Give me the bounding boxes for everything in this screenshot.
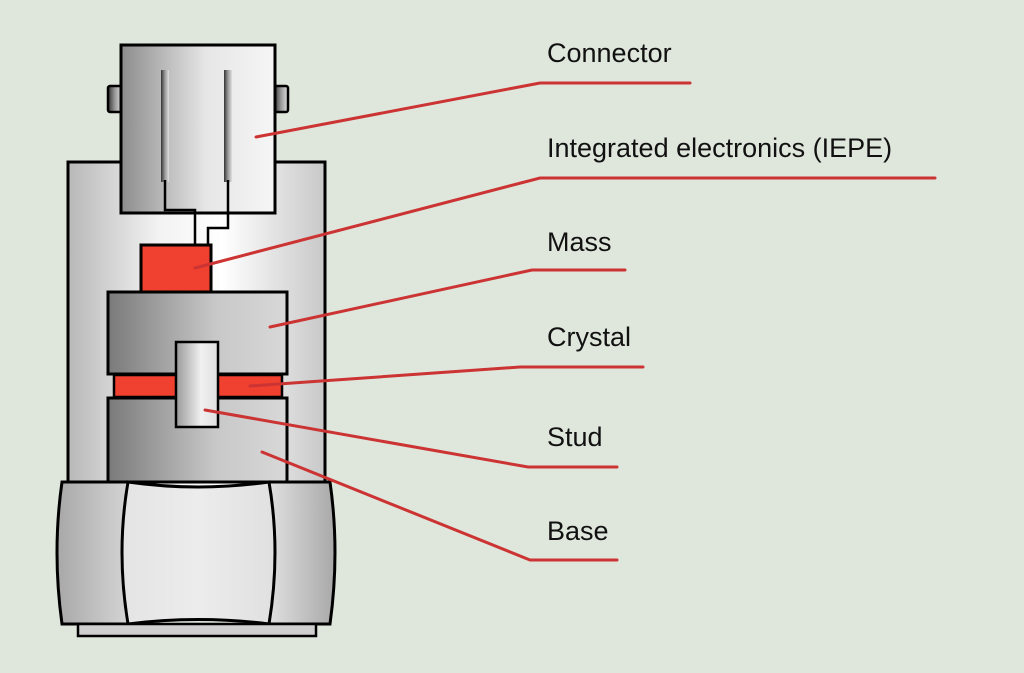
base-label: Base [547, 516, 609, 546]
stud [174, 340, 220, 429]
electronics-leader-line [193, 176, 937, 270]
connector [119, 43, 277, 215]
base-leader-line [260, 450, 619, 562]
bottom-plate [76, 622, 318, 638]
mass-label: Mass [547, 227, 612, 257]
crystal-label: Crystal [547, 322, 631, 352]
stud-leader-line [203, 408, 619, 469]
hex-nut-right-face [267, 480, 337, 626]
electronics-block [139, 243, 213, 294]
connector-label: Connector [547, 38, 672, 68]
stud-label: Stud [547, 422, 603, 452]
mass-leader-line [268, 268, 627, 329]
crystal-leader-line [248, 365, 645, 388]
connector-pin-left [161, 70, 169, 182]
hex-nut-front-face [120, 480, 277, 626]
wire-right [206, 180, 230, 245]
connector-leader-line [254, 81, 692, 139]
electronics-label: Integrated electronics (IEPE) [547, 133, 892, 163]
wire-left [163, 180, 197, 245]
hex-nut-left-face [55, 480, 130, 626]
connector-pin-right [224, 70, 232, 182]
